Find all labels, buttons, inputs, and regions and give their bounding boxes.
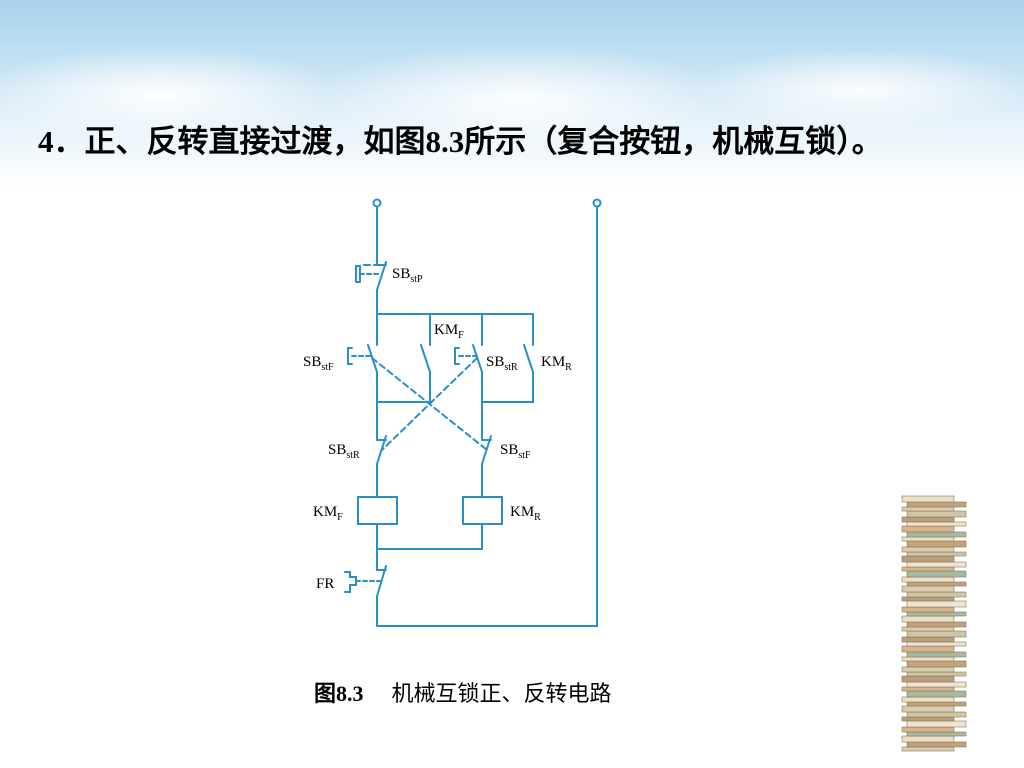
label-sb-stop: SBstP <box>392 266 423 285</box>
kmf-coil <box>357 496 398 525</box>
book <box>906 501 967 508</box>
left-terminal <box>372 198 382 208</box>
book <box>906 600 967 608</box>
book <box>901 576 955 583</box>
kmf-aux-contact <box>420 344 431 403</box>
book <box>901 546 955 553</box>
book <box>906 611 967 617</box>
interlock-link-r <box>381 357 478 451</box>
book <box>901 636 955 643</box>
label-kmf-coil: KMF <box>313 504 343 523</box>
book <box>906 711 967 718</box>
book <box>901 555 955 563</box>
label-kmr-contact: KMR <box>541 354 572 373</box>
book <box>901 666 955 673</box>
book <box>906 731 967 737</box>
book <box>906 591 967 598</box>
label-sbf-upper: SBstF <box>303 354 334 373</box>
book <box>906 510 967 518</box>
book <box>906 540 967 548</box>
book <box>906 561 967 568</box>
book <box>901 506 955 512</box>
book <box>906 741 967 748</box>
right-terminal <box>592 198 602 208</box>
book <box>901 525 955 533</box>
slide-heading: 4．正、反转直接过渡，如图8.3所示（复合按钮，机械互锁）。 <box>38 116 998 161</box>
book <box>906 621 967 628</box>
book <box>901 606 955 613</box>
kmr-coil <box>462 496 503 525</box>
sbr-upper-switch <box>454 344 483 403</box>
book <box>901 615 955 623</box>
book <box>901 735 955 743</box>
book <box>906 551 967 557</box>
book <box>906 660 967 668</box>
book <box>906 570 967 578</box>
book <box>901 726 955 733</box>
book-stack-illustration <box>901 495 967 752</box>
label-fr: FR <box>316 576 334 592</box>
heading-rest: 所示（复合按钮，机械互锁）。 <box>464 124 883 160</box>
book <box>906 630 967 638</box>
book <box>901 536 955 542</box>
figure-caption: 图8.3 机械互锁正、反转电路 <box>314 676 612 708</box>
sbf-upper-switch <box>347 344 378 403</box>
caption-title: 机械互锁正、反转电路 <box>391 682 612 707</box>
label-kmf-contact: KMF <box>434 322 464 341</box>
book <box>906 651 967 658</box>
book <box>901 716 955 722</box>
book <box>901 645 955 653</box>
book <box>906 681 967 688</box>
book <box>901 656 955 662</box>
label-kmr-coil: KMR <box>510 504 541 523</box>
book <box>906 690 967 698</box>
book <box>906 531 967 538</box>
heading-number: 4． <box>38 124 85 159</box>
book <box>901 585 955 593</box>
label-sbr-lower: SBstR <box>328 442 360 461</box>
kmr-aux-contact <box>523 344 534 403</box>
book <box>901 626 955 632</box>
fr-contact <box>344 565 387 597</box>
book <box>906 581 967 587</box>
label-sbf-lower: SBstF <box>500 442 531 461</box>
heading-text: 正、反转直接过渡，如图 <box>84 124 426 160</box>
book <box>906 701 967 707</box>
caption-figure-number: 图8.3 <box>314 681 364 706</box>
book <box>906 521 967 527</box>
book <box>901 566 955 572</box>
book <box>901 495 955 503</box>
book <box>901 596 955 602</box>
sky-banner <box>0 0 1024 190</box>
book <box>901 705 955 713</box>
label-sbr-upper: SBstR <box>486 354 518 373</box>
book <box>906 671 967 677</box>
book <box>901 746 955 752</box>
stop-button-switch <box>355 261 387 291</box>
book <box>901 686 955 692</box>
book <box>901 516 955 523</box>
book <box>901 675 955 683</box>
book <box>906 720 967 728</box>
book <box>906 641 967 647</box>
book <box>901 696 955 703</box>
heading-figure-ref: 8.3 <box>425 124 465 159</box>
